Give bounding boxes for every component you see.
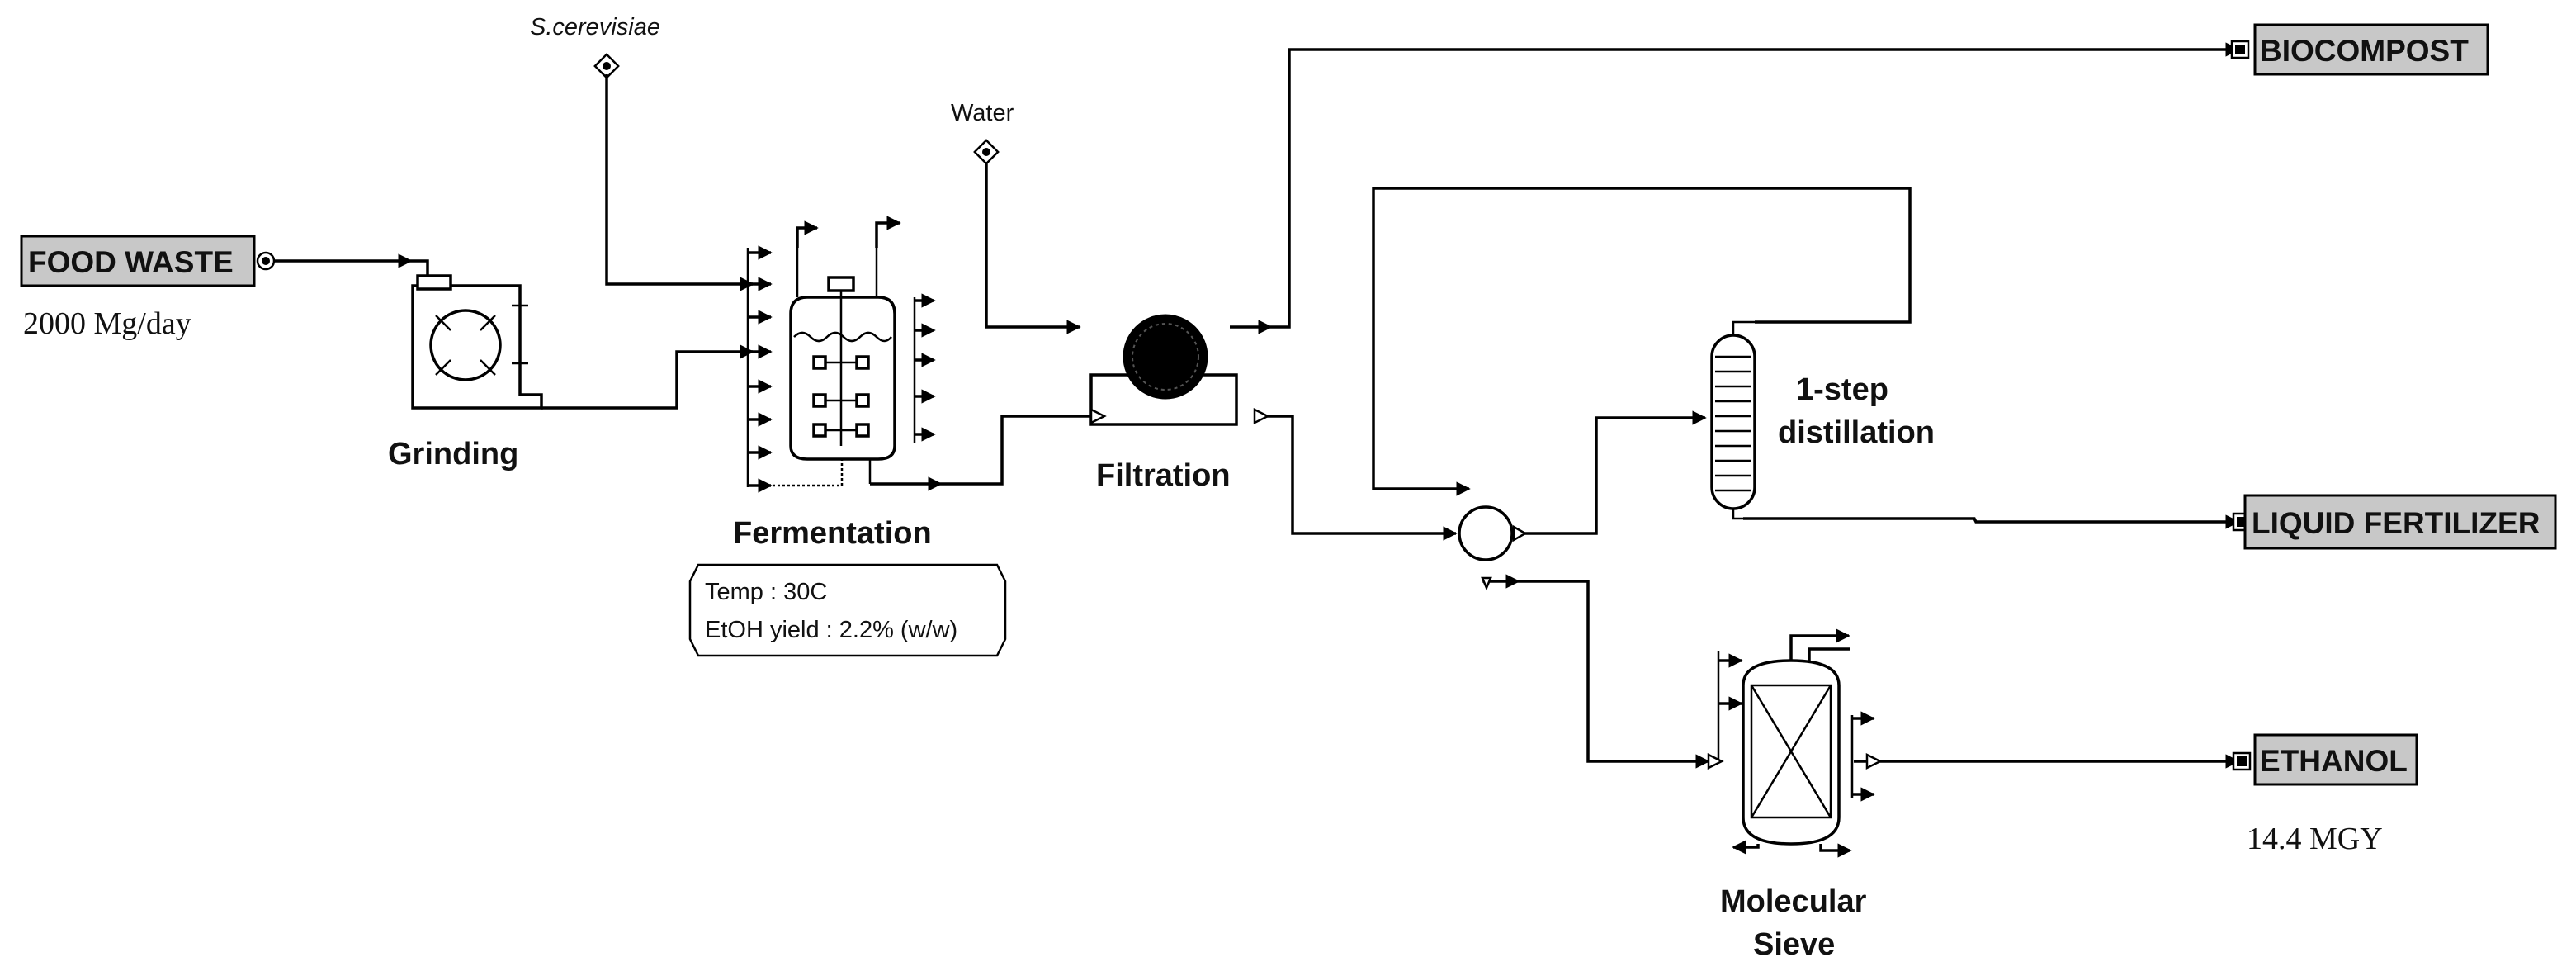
fermentation-temp: Temp : 30C — [705, 579, 827, 605]
distillation-label-line2: distillation — [1778, 415, 1935, 450]
liquid-fertilizer-box — [2243, 494, 2557, 550]
grinder-unit: Grinding — [388, 274, 543, 471]
food-waste-label: FOOD WASTE — [28, 245, 234, 279]
fermenter-unit: Fermentation Temp : 30C EtOH yield : 2.2… — [688, 216, 1007, 657]
distillation-column — [1710, 334, 1756, 510]
fermentation-label: Fermentation — [733, 516, 932, 551]
food-waste-box — [20, 235, 256, 287]
food-waste-rate: 2000 Mg/day — [23, 306, 191, 341]
fermenter-vessel — [789, 296, 896, 461]
biocompost-label: BIOCOMPOST — [2260, 34, 2469, 68]
distillation-unit: 1-step distillation — [1710, 320, 1935, 520]
fermentation-conditions-box — [688, 563, 1007, 657]
s-cerevisiae-stream: S.cerevisiae — [530, 14, 660, 79]
fermentation-yield: EtOH yield : 2.2% (w/w) — [705, 617, 957, 643]
grinding-label: Grinding — [388, 437, 518, 471]
pipes — [274, 42, 2240, 769]
ethanol-stream: ETHANOL 14.4 MGY — [2232, 733, 2418, 856]
food-waste-connector-icon — [256, 251, 276, 271]
fermenter-outlet-ports — [868, 293, 936, 484]
biocompost-stream: BIOCOMPOST — [2230, 23, 2489, 76]
molecular-sieve-label-line2: Sieve — [1753, 927, 1835, 962]
splitter-unit — [1458, 505, 1528, 591]
food-waste-stream: FOOD WASTE 2000 Mg/day — [20, 235, 276, 341]
ethanol-rate: 14.4 MGY — [2247, 822, 2383, 856]
water-label: Water — [951, 100, 1014, 126]
biocompost-connector-icon — [2230, 40, 2250, 59]
water-connector-icon — [973, 139, 1000, 165]
filter-drum-icon — [1123, 314, 1208, 400]
liquid-fertilizer-stream: LIQUID FERTILIZER — [2232, 494, 2557, 550]
distillation-label-line1: 1-step — [1796, 372, 1888, 407]
molecular-sieve-unit: Molecular Sieve — [1707, 628, 1883, 962]
s-cerevisiae-label: S.cerevisiae — [530, 14, 660, 40]
ethanol-connector-icon — [2232, 751, 2252, 771]
liquid-fertilizer-label: LIQUID FERTILIZER — [2252, 506, 2540, 540]
splitter-body — [1458, 505, 1514, 561]
s-cerevisiae-connector-icon — [593, 53, 620, 79]
ethanol-label: ETHANOL — [2260, 744, 2408, 778]
ethanol-box — [2253, 733, 2418, 786]
filter-unit: Filtration — [1089, 314, 1270, 493]
fermenter-inlet-ports — [746, 245, 773, 493]
water-stream: Water — [951, 100, 1014, 165]
filtration-label: Filtration — [1096, 458, 1231, 493]
molecular-sieve-label-line1: Molecular — [1720, 884, 1867, 919]
biocompost-box — [2253, 23, 2489, 76]
